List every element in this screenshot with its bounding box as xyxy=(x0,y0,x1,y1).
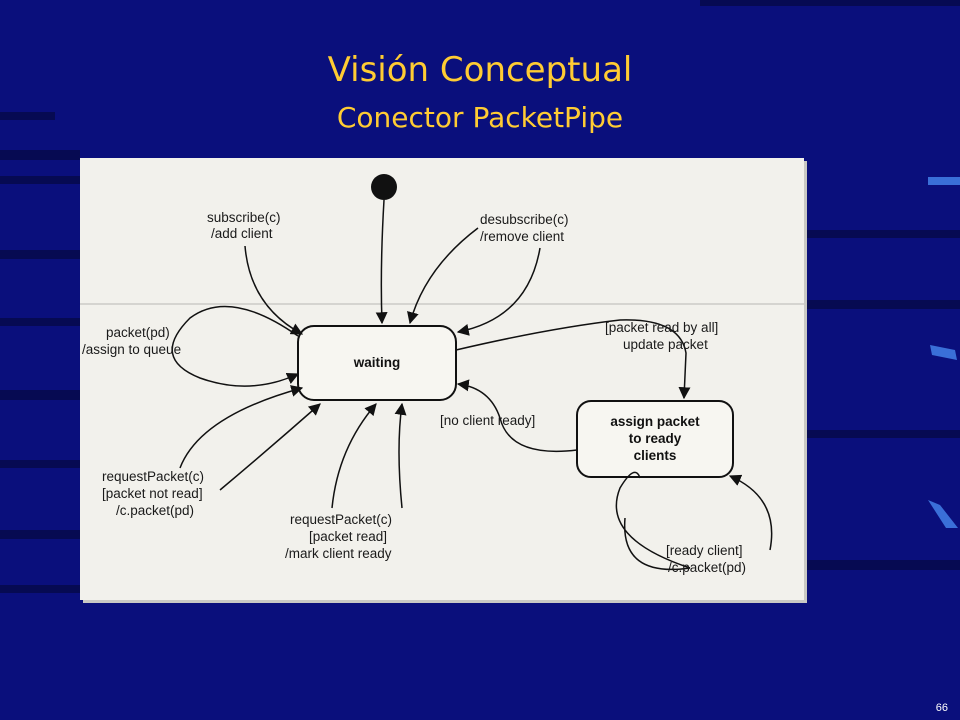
label-request-read-2: [packet read] xyxy=(309,529,387,544)
transition-initial xyxy=(375,199,388,325)
state-assign-label-3: clients xyxy=(634,448,677,463)
transition-no-client-ready xyxy=(456,379,578,453)
state-waiting-label: waiting xyxy=(353,355,401,370)
label-packet-1: packet(pd) xyxy=(106,325,170,340)
page-number: 66 xyxy=(935,702,948,714)
label-packet-2: /assign to queue xyxy=(82,342,181,357)
label-request-read-1: requestPacket(c) xyxy=(290,512,392,527)
state-assign-label-2: to ready xyxy=(629,431,682,446)
state-assign-packet xyxy=(576,400,734,478)
label-desubscribe-1: desubscribe(c) xyxy=(480,212,569,227)
label-subscribe-1: subscribe(c) xyxy=(207,210,281,225)
transition-ready-client-b xyxy=(623,517,691,571)
label-read-by-all-1: [packet read by all] xyxy=(605,320,718,335)
label-ready-client-1: [ready client] xyxy=(666,543,743,558)
transition-read-by-all xyxy=(455,319,691,400)
label-request-unread-3: /c.packet(pd) xyxy=(116,503,194,518)
transition-subscribe xyxy=(244,245,304,335)
transition-ready-client-a xyxy=(615,471,691,569)
state-assign-label-1: assign packet xyxy=(610,414,700,429)
state-diagram: waiting assign packet to ready clients xyxy=(80,158,804,600)
label-ready-client-2: /c.packet(pd) xyxy=(668,560,746,575)
state-waiting xyxy=(297,325,457,401)
label-read-by-all-2: update packet xyxy=(623,337,708,352)
transition-desubscribe-a xyxy=(456,247,541,336)
slide-subtitle: Conector PacketPipe xyxy=(336,101,624,134)
transition-ready-client xyxy=(728,474,773,551)
transition-request-unread-b xyxy=(219,403,321,491)
label-request-unread-2: [packet not read] xyxy=(102,486,203,501)
slide-title: Visión Conceptual xyxy=(327,50,633,90)
label-no-client-ready: [no client ready] xyxy=(440,413,535,428)
transition-desubscribe-b xyxy=(407,227,479,325)
label-request-read-3: /mark client ready xyxy=(285,546,392,561)
label-subscribe-2: /add client xyxy=(211,226,273,241)
transition-request-read-b xyxy=(394,402,407,509)
initial-state xyxy=(371,174,397,200)
label-request-unread-1: requestPacket(c) xyxy=(102,469,204,484)
label-desubscribe-2: /remove client xyxy=(480,229,564,244)
transition-packet xyxy=(171,305,300,387)
transition-request-unread xyxy=(179,385,304,469)
transition-request-read xyxy=(331,403,377,509)
state-diagram-canvas: waiting assign packet to ready clients xyxy=(80,174,804,575)
